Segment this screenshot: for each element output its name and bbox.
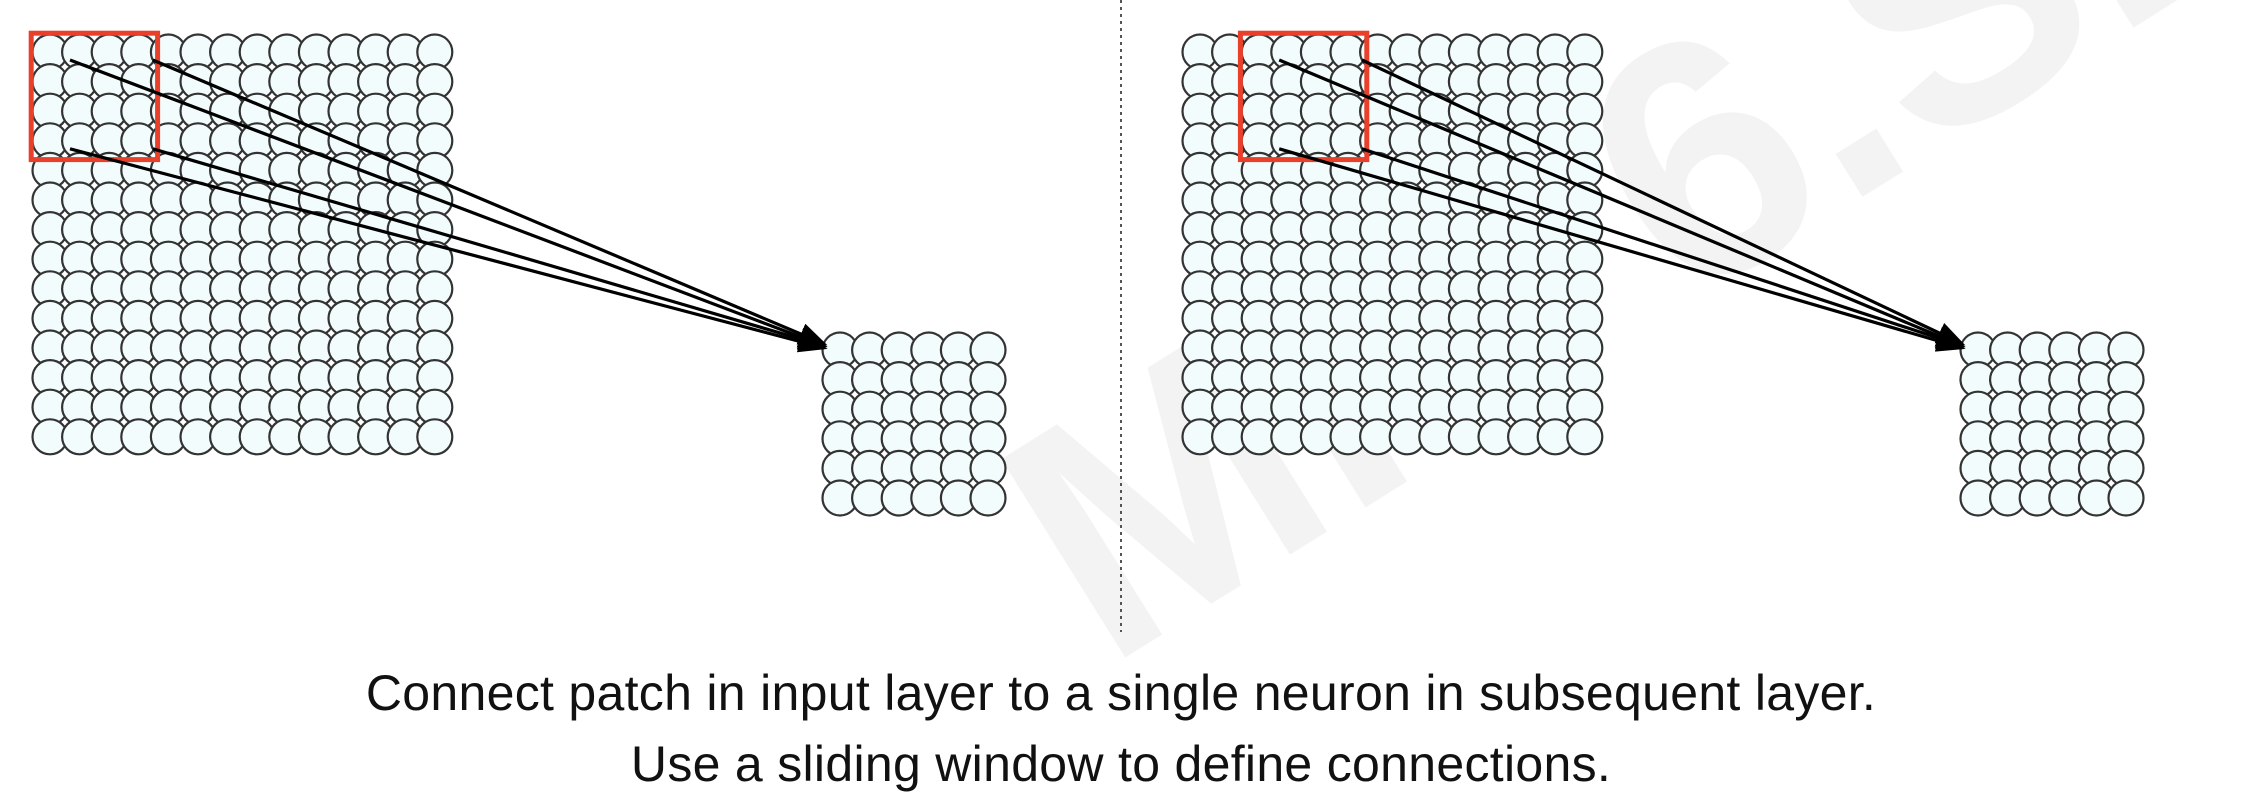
caption-line-1: Connect patch in input layer to a single… (365, 665, 1877, 721)
output-layer-grid (1959, 331, 2145, 517)
right-panel (1181, 30, 2145, 517)
connection-arrow (1278, 147, 1966, 352)
connection-arrow (152, 58, 828, 346)
connection-arrow (1361, 58, 1966, 346)
neuron (1566, 418, 1604, 456)
neuron (416, 418, 454, 456)
left-panel (28, 30, 1007, 517)
connection-arrow (1361, 147, 1966, 349)
connection-arrow (1278, 58, 1966, 348)
output-layer-grid (821, 331, 1007, 517)
connection-arrow (152, 147, 828, 350)
caption-line-2: Use a sliding window to define connectio… (630, 736, 1612, 792)
input-layer-grid (1181, 33, 1604, 456)
neuron (2107, 479, 2145, 517)
neuron (969, 479, 1007, 517)
connection-arrow (69, 58, 828, 348)
sliding-window (28, 30, 161, 163)
connection-arrow (69, 147, 828, 353)
